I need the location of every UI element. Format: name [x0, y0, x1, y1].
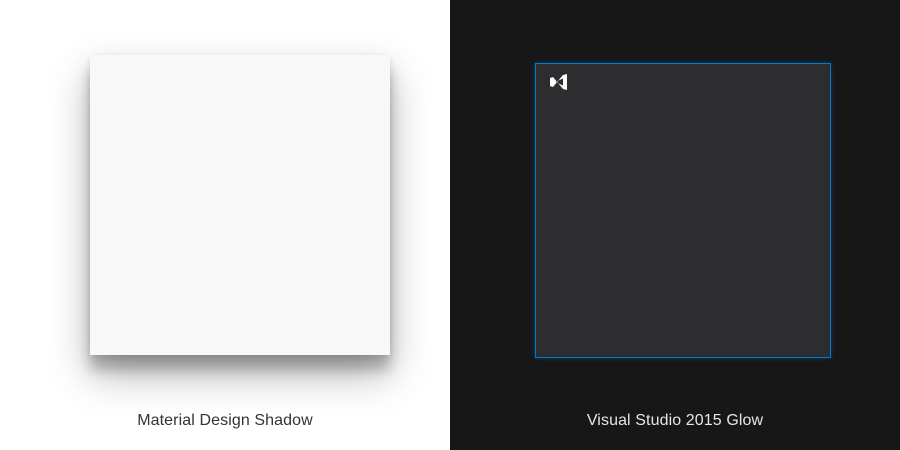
visual-studio-icon: [550, 74, 567, 90]
material-caption: Material Design Shadow: [137, 412, 313, 429]
visual-studio-glow-window: [535, 63, 831, 358]
material-design-panel: Material Design Shadow: [90, 55, 390, 429]
visual-studio-caption: Visual Studio 2015 Glow: [586, 412, 764, 429]
material-shadow-window: [90, 55, 390, 355]
